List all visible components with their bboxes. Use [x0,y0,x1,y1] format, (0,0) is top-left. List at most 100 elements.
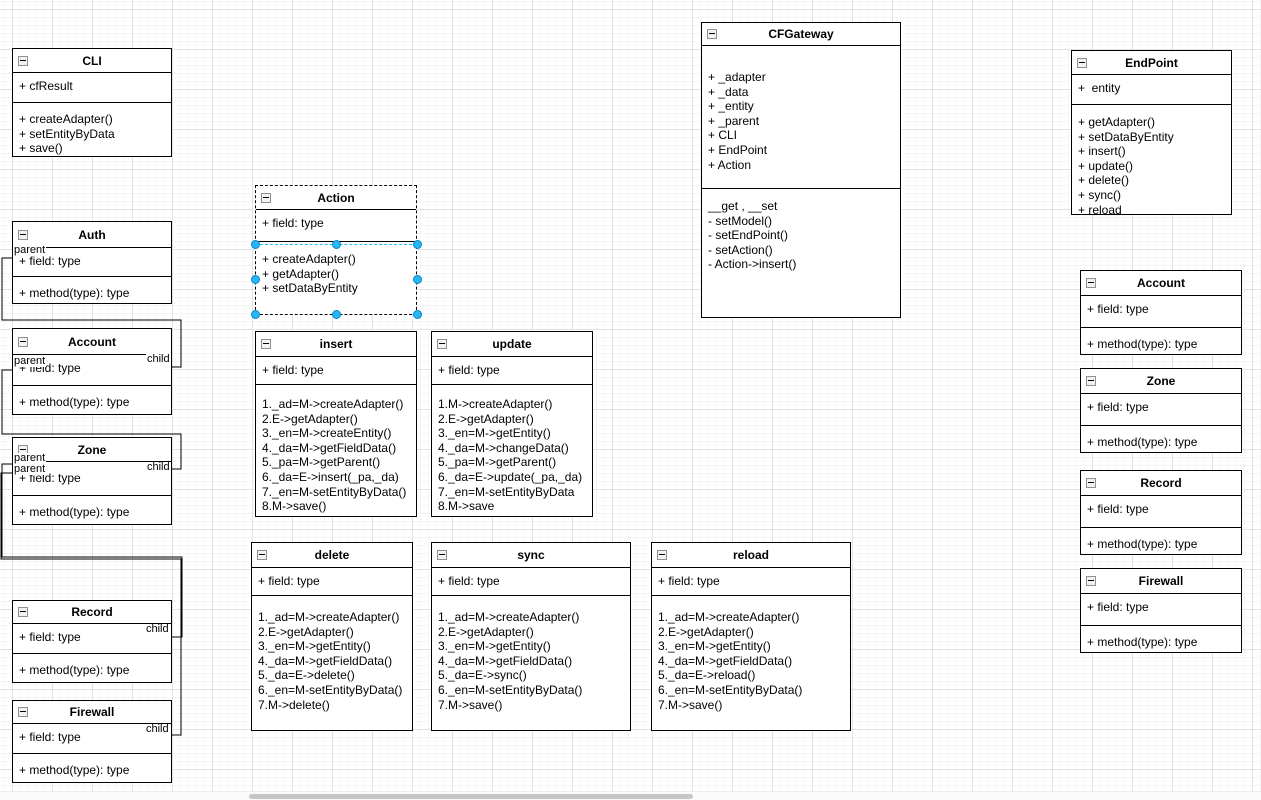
selection-handle[interactable] [331,309,341,319]
uml-class-firewall-left[interactable]: Firewall + field: type + method(type): t… [12,700,172,783]
edge-label-account-parent[interactable]: parent [13,355,47,367]
collapse-minus-icon[interactable] [1086,376,1096,386]
selection-handle[interactable] [412,309,422,319]
uml-class-endpoint[interactable]: EndPoint + entity + getAdapter()+ setDat… [1071,50,1232,217]
collapse-minus-icon[interactable] [18,55,28,66]
attributes-compartment: + field: type [13,462,171,496]
method-line: + createAdapter() [262,252,356,266]
class-name: Record [71,605,113,619]
collapse-minus-icon[interactable] [1086,576,1096,586]
edge-label-zone-child[interactable]: child [146,461,171,473]
collapse-minus-icon[interactable] [657,550,667,560]
selection-handle[interactable] [250,274,260,284]
edge-account-parent-to-zone-child[interactable] [1,369,182,470]
attribute-line: + field: type [438,363,500,377]
uml-class-firewall-right[interactable]: Firewall + field: type + method(type): t… [1080,568,1242,653]
methods-compartment: __get , __set- setModel()- setEndPoint()… [702,189,900,272]
uml-class-record-right[interactable]: Record + field: type + method(type): typ… [1080,470,1242,555]
class-name: CFGateway [768,27,834,41]
uml-class-auth[interactable]: Auth + field: type + method(type): type [12,221,172,304]
collapse-minus-icon[interactable] [261,339,271,349]
collapse-minus-icon[interactable] [18,607,28,617]
collapse-minus-icon[interactable] [18,336,28,347]
method-line: + method(type): type [19,505,130,519]
horizontal-scrollbar-thumb[interactable] [249,794,693,799]
edge-label-firewall-child[interactable]: child [145,723,170,735]
method-line: 5._da=E->delete() [258,668,355,683]
edge-zone-parent-to-firewall-child[interactable] [0,472,182,736]
uml-class-update[interactable]: update + field: type 1.M->createAdapter(… [431,331,593,517]
horizontal-scrollbar-track[interactable] [0,791,1261,800]
attribute-line: + field: type [1087,400,1149,414]
uml-class-account-left[interactable]: Account + field: type + method(type): ty… [12,328,172,415]
method-line: 8.M->save [438,499,495,514]
collapse-minus-icon[interactable] [437,550,447,560]
uml-class-delete[interactable]: delete + field: type 1._ad=M->createAdap… [251,542,413,731]
class-name: Zone [1146,374,1176,388]
method-line: 3._en=M->getEntity() [438,639,551,654]
uml-class-record-left[interactable]: Record + field: type + method(type): typ… [12,600,172,683]
collapse-minus-icon[interactable] [18,229,28,240]
uml-class-reload[interactable]: reload + field: type 1._ad=M->createAdap… [651,542,851,731]
method-line: 6._da=E->insert(_pa,_da) [262,469,399,484]
edge-label-record-child[interactable]: child [145,623,170,635]
collapse-minus-icon[interactable] [1086,278,1096,288]
uml-class-insert[interactable]: insert + field: type 1._ad=M->createAdap… [255,331,417,517]
method-line: 1.M->createAdapter() [438,397,553,411]
method-line: 6._en=M-setEntityByData() [658,682,803,697]
uml-class-cli[interactable]: CLI + cfResult + createAdapter()+ setEnt… [12,48,172,157]
collapse-minus-icon[interactable] [257,550,267,560]
collapse-minus-icon[interactable] [18,707,28,717]
class-title-bar: Account [1081,271,1241,296]
method-line: + createAdapter() [19,112,113,126]
attribute-line: + _adapter [708,70,766,84]
method-line: + getAdapter() [262,266,340,281]
uml-class-cfgateway[interactable]: CFGateway + _adapter+ _data+ _entity+ _p… [701,22,901,318]
attributes-compartment: + field: type [252,568,412,596]
attribute-line: + field: type [19,730,81,744]
collapse-minus-icon[interactable] [261,192,271,203]
uml-class-sync[interactable]: sync + field: type 1._ad=M->createAdapte… [431,542,631,731]
class-title-bar: EndPoint [1072,51,1231,75]
class-title-bar: Action [256,186,416,210]
collapse-minus-icon[interactable] [1086,478,1096,488]
attribute-line: + field: type [438,574,500,588]
uml-class-zone-left[interactable]: Zone + field: type + method(type): type [12,437,172,525]
edge-zone-parent-to-record-child[interactable] [1,463,183,638]
collapse-minus-icon[interactable] [437,339,447,349]
attribute-line: + field: type [262,363,324,377]
selection-handle[interactable] [250,239,260,249]
method-line: 5._da=E->reload() [658,668,756,683]
attribute-line: + field: type [258,574,320,588]
selection-handle[interactable] [412,239,422,249]
attribute-line: + field: type [19,254,81,268]
attributes-compartment: + field: type [256,357,416,385]
edge-label-zone-parent-2[interactable]: parent [13,463,47,475]
class-title-bar: Zone [1081,369,1241,394]
method-line: 3._en=M->getEntity() [658,639,771,654]
method-line: 1._ad=M->createAdapter() [258,610,400,624]
selection-handle[interactable] [331,239,341,249]
method-line: 1._ad=M->createAdapter() [262,397,404,411]
uml-class-account-right[interactable]: Account + field: type + method(type): ty… [1080,270,1242,355]
method-line: 4._da=M->getFieldData() [262,440,397,455]
selection-handle[interactable] [250,309,260,319]
edge-label-account-child[interactable]: child [146,353,171,365]
edge-auth-parent-to-account-child[interactable] [1,257,182,368]
collapse-minus-icon[interactable] [1077,57,1087,68]
class-name: Firewall [1138,574,1184,588]
uml-class-zone-right[interactable]: Zone + field: type + method(type): type [1080,368,1242,453]
attributes-compartment: + field: type [432,357,592,385]
selection-handle[interactable] [412,274,422,284]
method-line: 6._en=M-setEntityByData() [438,682,583,697]
method-line: - Action->insert() [708,257,797,272]
class-name: Record [1140,476,1182,490]
class-title-bar: Firewall [1081,569,1241,594]
attributes-compartment: + entity [1072,75,1231,105]
edge-label-auth-parent[interactable]: parent [13,244,47,256]
edge-label-zone-parent-1[interactable]: parent [13,452,47,464]
uml-class-action[interactable]: Action + field: type + createAdapter()+ … [255,185,417,315]
class-name: Auth [78,227,106,242]
collapse-minus-icon[interactable] [707,29,717,39]
